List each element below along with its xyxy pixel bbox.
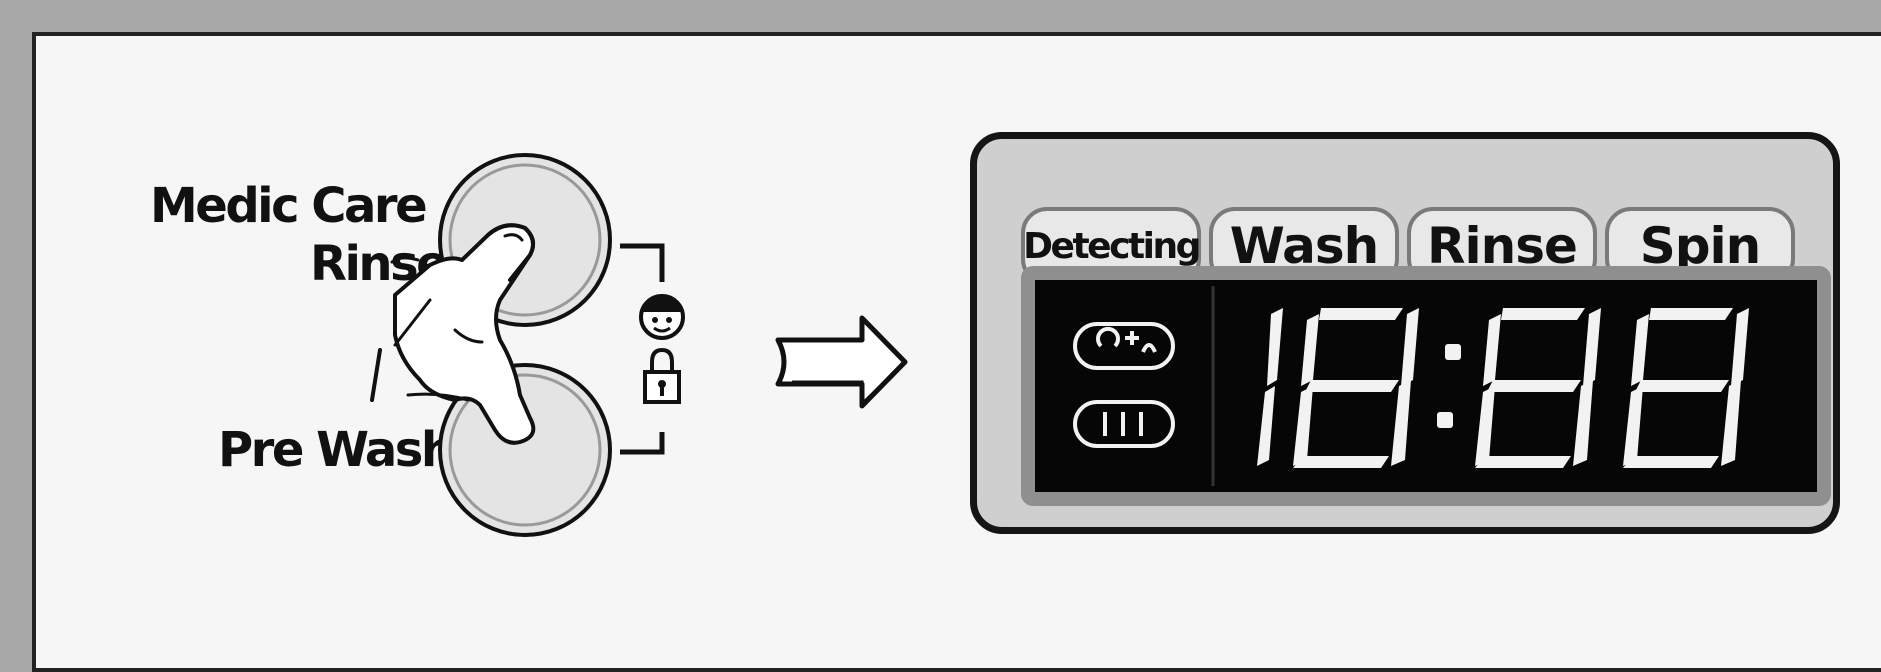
button-press-illustration: [370, 153, 908, 537]
digit-minute-ones: [1623, 308, 1749, 468]
pre-wash-label: Pre Wash: [218, 422, 455, 478]
child-lock-face-icon: [639, 294, 685, 340]
time-indicator-icon: [1073, 400, 1175, 448]
padlock-icon: [643, 347, 681, 404]
time-colon: [1437, 344, 1461, 428]
bracket-connector: [620, 243, 665, 455]
right-arrow-icon: [775, 315, 908, 409]
digit-hour-ones: [1293, 308, 1419, 468]
medic-care-label: Medic Care: [150, 178, 428, 234]
time-display: [1035, 280, 1749, 492]
spin-indicator-icon: [1073, 322, 1175, 370]
digital-screen-inner: [1035, 280, 1817, 492]
finger-pressing-buttons-icon: [370, 223, 536, 445]
digit-minute-tens: [1475, 308, 1601, 468]
digit-hour-tens: [1257, 308, 1283, 466]
digital-screen: [1021, 266, 1831, 506]
lcd-display-panel: Detecting Wash Rinse Spin: [970, 132, 1840, 534]
